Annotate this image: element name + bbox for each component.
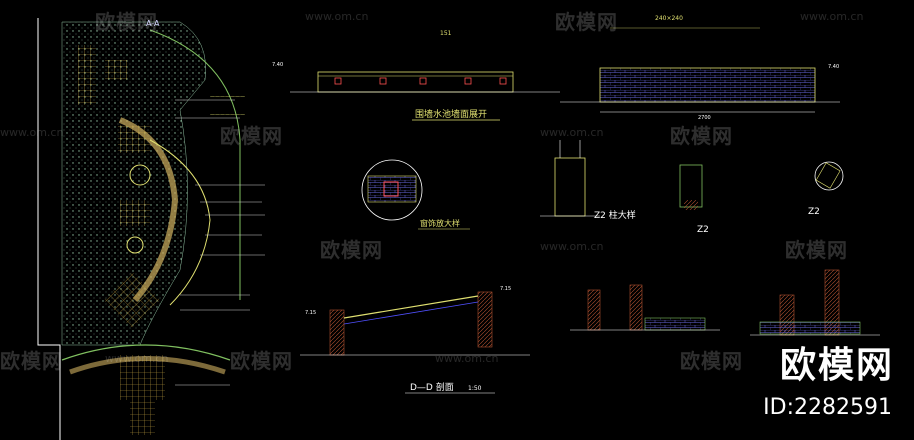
window-detail: 窗饰放大样 [361,159,470,230]
watermark-url-4: www.om.cn [540,126,604,139]
dim-length: 2700 [698,115,711,121]
watermark-brand-5: 欧模网 [320,238,383,262]
watermark-url-7: www.om.cn [435,352,499,365]
svg-text:———————: ——————— [210,112,245,118]
plan-title: A-A [146,19,160,28]
watermark-url-2: www.om.cn [800,10,864,23]
dd-el-right: 7.15 [500,286,511,292]
watermark-url-3: www.om.cn [0,126,64,139]
watermark-brand-3: 欧模网 [220,124,283,148]
brand-logo: 欧模网 [779,345,894,386]
watermark-brand-1: 欧模网 [95,10,158,34]
wall-elevation: 围墙水池墙面展开 2700 240×240 151 7.40 7.40 [272,15,840,121]
el-right: 7.40 [828,64,839,70]
watermark-url-5: www.om.cn [540,240,604,253]
window-detail-title: 窗饰放大样 [420,218,460,228]
post-detail: Z2 柱大样 Z2 Z2 [540,140,844,235]
svg-text:———————: ——————— [210,94,245,100]
dim-top: 240×240 [655,15,683,22]
site-plan: ——————— ——————— A-A [37,18,265,440]
foundation-sections [570,269,880,336]
wall-elevation-title: 围墙水池墙面展开 [415,108,487,120]
post-detail-title: Z2 柱大样 [594,209,636,221]
watermark-brand-7: 欧模网 [0,349,63,373]
section-dd-scale: 1:50 [468,385,482,392]
watermark-brand-2: 欧模网 [555,10,618,34]
z2-plan-title: Z2 [808,207,820,217]
dd-el-left: 7.15 [305,310,316,316]
z2-detail-title: Z2 [697,225,709,235]
watermark-brand-6: 欧模网 [785,238,848,262]
model-id-label: ID:2282591 [763,395,892,420]
section-dd-title: D—D 剖面 [410,381,454,393]
watermark-brand-8: 欧模网 [230,349,293,373]
el-left: 7.40 [272,62,283,68]
watermark-brand-9: 欧模网 [680,349,743,373]
watermark-url-1: www.om.cn [305,10,369,23]
dim-small: 151 [440,30,452,37]
watermark-url-6: www.om.cn [105,352,169,365]
watermark-brand-4: 欧模网 [670,124,733,148]
section-dd: D—D 剖面 1:50 7.15 7.15 [300,286,530,394]
